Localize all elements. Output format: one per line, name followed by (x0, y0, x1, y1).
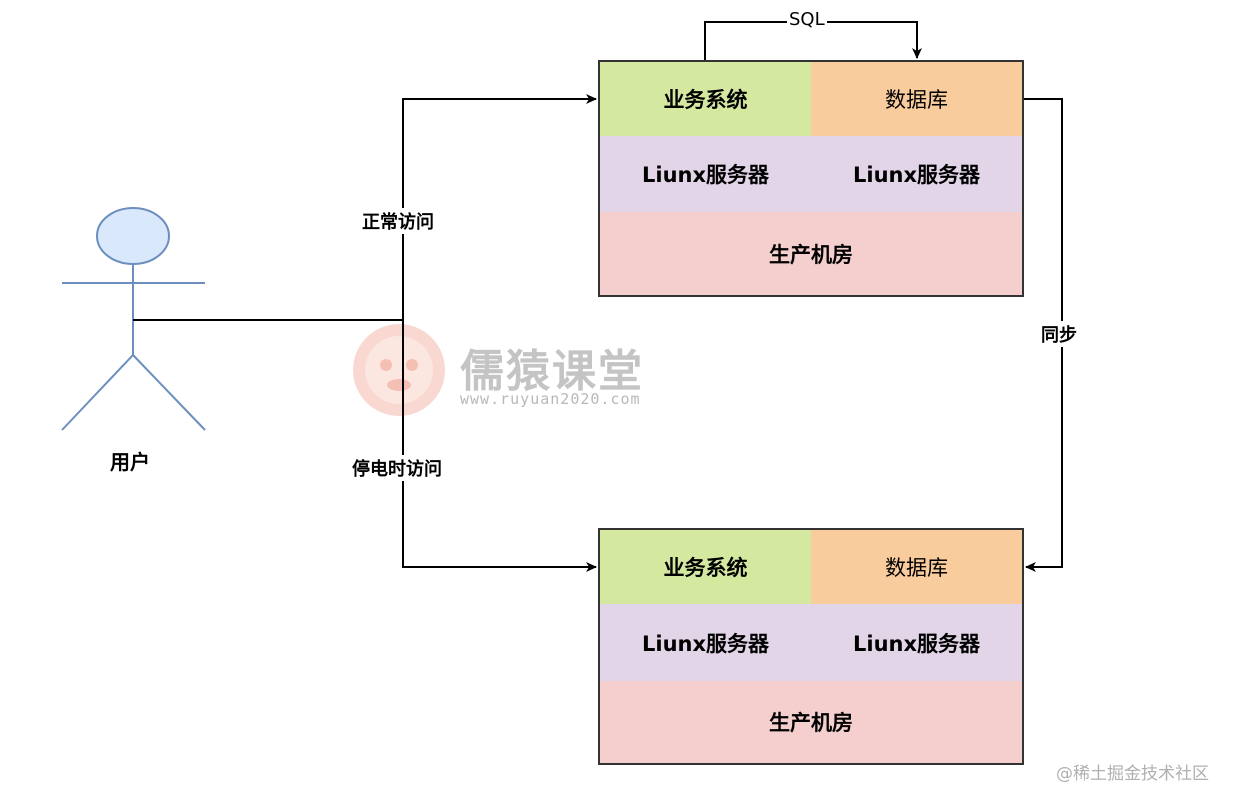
primary-business-system: 业务系统 (600, 62, 811, 136)
watermark-logo-icon (353, 324, 445, 416)
sql-label: SQL (787, 9, 827, 30)
user-label: 用户 (110, 450, 150, 474)
sync-label: 同步 (1041, 321, 1077, 347)
outage-access-label: 停电时访问 (352, 455, 442, 481)
normal-access-edge (402, 94, 597, 320)
backup-server-left: Liunx服务器 (600, 604, 811, 681)
normal-access-label: 正常访问 (362, 208, 434, 234)
source-credit: @稀土掘金技术社区 (1056, 764, 1209, 784)
backup-server-right: Liunx服务器 (811, 604, 1022, 681)
user-actor-icon (61, 207, 206, 431)
backup-database: 数据库 (811, 530, 1022, 604)
watermark-url: www.ruyuan2020.com (460, 390, 641, 408)
backup-machine-room: 生产机房 (600, 681, 1022, 763)
backup-business-system: 业务系统 (600, 530, 811, 604)
primary-machine-room: 生产机房 (600, 212, 1022, 295)
watermark-title: 儒猿课堂 (460, 346, 644, 397)
primary-server-right: Liunx服务器 (811, 136, 1022, 212)
outage-access-edge (402, 320, 597, 572)
primary-database: 数据库 (811, 62, 1022, 136)
primary-server-left: Liunx服务器 (600, 136, 811, 212)
